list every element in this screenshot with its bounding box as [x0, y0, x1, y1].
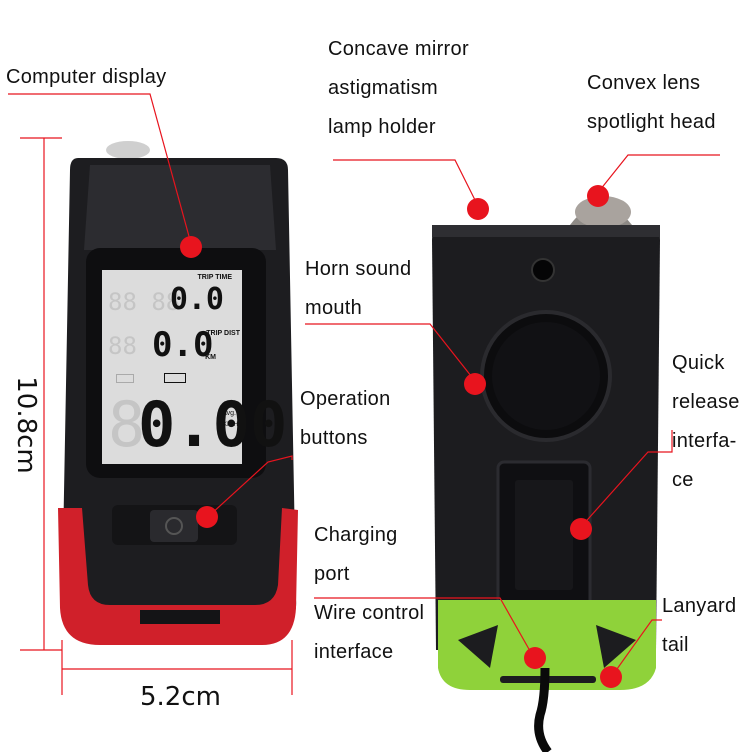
callout-dot-buttons: [196, 506, 218, 528]
callout-dot-display: [180, 236, 202, 258]
label-charging-port: Charging port: [314, 524, 398, 585]
callout-dot-mirror: [467, 198, 489, 220]
trip-dist-value: 0.0: [152, 325, 214, 365]
front-view-device: [58, 141, 298, 645]
callout-dot-charging: [524, 647, 546, 669]
power-button[interactable]: [150, 510, 198, 542]
speed-value: 0.00: [138, 388, 288, 461]
power-icon: [165, 517, 183, 535]
label-computer-display: Computer display: [6, 66, 167, 88]
red-bumper: [58, 508, 298, 645]
green-tail: [438, 600, 656, 690]
trip-dist-label: TRIP DIST: [206, 330, 240, 337]
label-convex-lens: Convex lens spotlight head: [587, 72, 716, 133]
label-operation-buttons: Operation buttons: [300, 388, 391, 449]
height-dimension: 10.8cm: [11, 376, 41, 474]
avg-label: Avg.: [222, 410, 236, 417]
callout-dot-lens: [587, 185, 609, 207]
label-concave-mirror: Concave mirror astigmatism lamp holder: [328, 38, 469, 138]
label-horn-sound-mouth: Horn sound mouth: [305, 258, 412, 319]
battery-icon: [164, 373, 186, 383]
label-lanyard-tail: Lanyard tail: [662, 595, 737, 656]
callout-dot-quick-release: [570, 518, 592, 540]
lcd-content: 88 88 TRIP TIME 0.0 88 0.0 TRIP DIST KM …: [108, 274, 288, 461]
bike-icon: [116, 374, 134, 383]
lcd-screen: [102, 270, 242, 464]
callout-lines: [8, 93, 720, 677]
dist-unit: KM: [205, 354, 216, 361]
label-quick-release: Quick release interfa- ce: [672, 352, 740, 491]
trip-time-value: 0.0: [169, 282, 224, 317]
callout-dot-lanyard: [600, 666, 622, 688]
trip-time-label: TRIP TIME: [197, 274, 232, 281]
back-view-device: [432, 196, 660, 752]
charging-cable: [534, 667, 552, 752]
callout-dot-horn: [464, 373, 486, 395]
dimension-lines: [20, 137, 293, 695]
speed-unit: KM/H: [223, 422, 238, 428]
label-wire-control: Wire control interface: [314, 602, 425, 663]
width-dimension: 5.2cm: [140, 682, 221, 712]
